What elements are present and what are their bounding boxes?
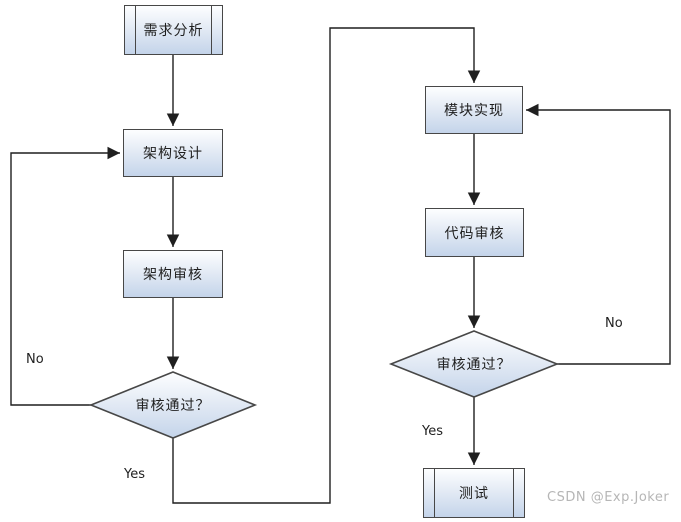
arrow-decision1-no-to-design: [10, 146, 120, 406]
arrow-decision1-yes-to-module-impl: [172, 27, 481, 504]
node-requirements-label: 需求分析: [143, 23, 204, 39]
node-requirements: 需求分析: [124, 5, 223, 55]
node-architecture-review: 架构审核: [123, 250, 223, 298]
edge-label-yes-left: Yes: [124, 467, 145, 482]
decision1-diamond: [88, 371, 258, 439]
node-module-implementation: 模块实现: [425, 86, 523, 134]
arrow-decision2-no-to-module-impl: [526, 103, 671, 365]
decision2-diamond: [388, 330, 560, 398]
node-test-label: 测试: [459, 486, 489, 502]
node-architecture-design: 架构设计: [123, 129, 223, 177]
edge-label-no-left: No: [26, 352, 44, 367]
node-module-implementation-label: 模块实现: [444, 103, 504, 119]
edge-label-yes-right: Yes: [422, 424, 443, 439]
node-code-review-label: 代码审核: [444, 225, 505, 242]
node-architecture-review-label: 架构审核: [143, 267, 203, 283]
node-test: 测试: [423, 468, 525, 518]
node-architecture-design-label: 架构设计: [143, 146, 203, 162]
edge-label-no-right: No: [605, 316, 623, 331]
csdn-watermark: CSDN @Exp.Joker: [547, 490, 670, 505]
node-code-review: 代码审核: [425, 208, 524, 257]
